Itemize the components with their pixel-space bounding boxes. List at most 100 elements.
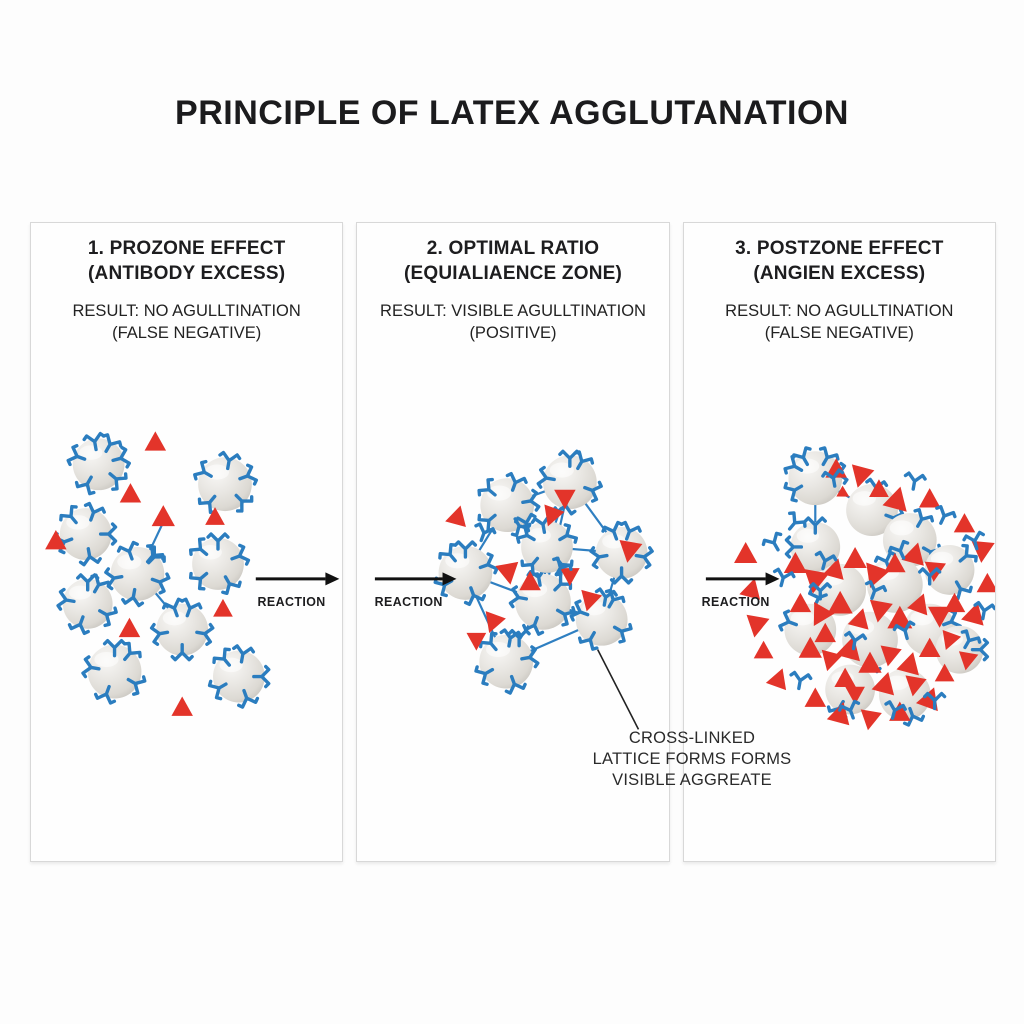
antibody-icon [145, 544, 165, 564]
antigen-triangle-icon [739, 578, 760, 600]
antibody-icon [873, 550, 896, 571]
antibody-icon [970, 637, 989, 662]
antibody-icon [509, 585, 529, 609]
panel-postzone-heading: 3. POSTZONE EFFECT (ANGIEN EXCESS) [684, 236, 995, 286]
antibody-icon [81, 655, 101, 679]
antibody-icon [188, 537, 209, 557]
antigen-triangle-icon [976, 572, 995, 593]
antigen-triangle-icon [958, 651, 979, 671]
antibody-icon [818, 446, 840, 467]
antibody-icon [150, 572, 171, 595]
antibody-icon [433, 576, 454, 598]
bead-highlight [930, 551, 953, 566]
antigen-triangle-icon [205, 507, 225, 525]
antibody-icon [552, 556, 574, 577]
antigen-triangle-icon [144, 431, 167, 451]
antibody-icon [521, 488, 541, 512]
antibody-icon [573, 450, 595, 471]
antibody-icon [477, 513, 498, 533]
antigen-triangle-icon [804, 687, 826, 707]
antigen-triangle-icon [45, 530, 67, 550]
antibody-icon [883, 700, 907, 720]
antibody-icon [238, 463, 259, 486]
antibody-icon [808, 582, 832, 601]
antibody-icon [101, 433, 123, 453]
antibody-icon [583, 480, 604, 503]
antibody-icon [102, 638, 127, 658]
antigen-triangle-icon [445, 505, 467, 527]
panel-prozone-heading: 1. PROZONE EFFECT (ANTIBODY EXCESS) [31, 236, 342, 286]
panel-optimal-header: 2. OPTIMAL RATIO (EQUIALIAENCE ZONE) RES… [357, 223, 668, 344]
antibody-icon [90, 573, 111, 594]
antibody-icon [892, 620, 915, 641]
antigen-triangle-icon [901, 542, 924, 566]
antigen-triangle-icon [834, 667, 856, 687]
antibody-icon [474, 522, 497, 543]
antigen-triangle-icon [814, 622, 836, 643]
reaction-label: REACTION [375, 595, 443, 609]
bead-highlight [487, 485, 512, 501]
panel-optimal-result-line2: (POSITIVE) [469, 323, 557, 342]
antibody-icon [206, 532, 230, 551]
antigen-triangle-icon [835, 485, 849, 497]
antigen-triangle-icon [213, 598, 233, 617]
antigen-triangle-icon [619, 539, 643, 563]
antibody-icon [960, 629, 981, 650]
antigen-triangle-icon [789, 592, 811, 613]
antigen-triangle-icon [883, 552, 906, 573]
antibody-icon [514, 512, 537, 533]
antibody-icon [589, 546, 609, 570]
panel-optimal-heading: 2. OPTIMAL RATIO (EQUIALIAENCE ZONE) [357, 236, 668, 286]
panel-optimal-heading-line1: 2. OPTIMAL RATIO [426, 238, 600, 259]
antigen-triangle-icon [844, 686, 865, 705]
antibody-icon [522, 616, 545, 636]
antibody-icon [123, 641, 142, 662]
panel-optimal-result: RESULT: VISIBLE AGULLTINATION (POSITIVE) [357, 301, 668, 344]
antibody-icon [474, 665, 495, 686]
antibody-icon [146, 545, 166, 565]
antibody-icon [787, 511, 807, 531]
antibody-icon [951, 580, 973, 601]
antibody-icon [958, 543, 978, 563]
bead-highlight [527, 528, 552, 543]
antigen-triangle-icon [118, 617, 141, 638]
antigen-triangle-icon [971, 540, 995, 563]
antibody-icon [843, 630, 867, 651]
antibody-icon [237, 688, 260, 709]
antibody-icon [903, 471, 927, 491]
bead-highlight [909, 610, 934, 626]
antibody-icon [98, 606, 118, 628]
antibody-icon [111, 445, 131, 469]
antibody-icon [902, 706, 925, 727]
antibody-icon [195, 622, 215, 646]
panel-postzone-heading-line1: 3. POSTZONE EFFECT [735, 238, 944, 259]
antibody-icon [761, 531, 782, 552]
antibody-icon [887, 539, 909, 560]
antibody-icon [772, 567, 796, 588]
antigen-triangle-icon [851, 464, 875, 488]
antigen-triangle-icon [783, 551, 807, 574]
annotation-line2: LATTICE FORMS FORMS [592, 750, 792, 769]
antibody-icon [180, 597, 203, 618]
antigen-triangle-icon [943, 592, 965, 613]
antigen-triangle-icon [486, 611, 507, 633]
antibody-icon [520, 556, 540, 577]
antibody-icon [232, 644, 256, 664]
bead-highlight [852, 491, 876, 506]
antibody-icon [212, 647, 231, 667]
antibody-icon [803, 516, 827, 535]
antigen-triangle-icon [519, 570, 542, 591]
antibody-icon [569, 599, 590, 622]
antigen-triangle-icon [880, 645, 902, 667]
antibody-icon [613, 622, 634, 644]
antigen-triangle-icon [869, 599, 893, 623]
antibody-icon [789, 670, 813, 691]
antigen-triangle-icon [822, 558, 844, 580]
antibody-icon [595, 587, 619, 607]
antibody-icon [837, 699, 860, 720]
antibody-icon [783, 481, 803, 503]
antibody-icon [973, 600, 995, 621]
reaction-arrowhead-icon [765, 572, 780, 586]
antibody-icon [230, 543, 251, 566]
